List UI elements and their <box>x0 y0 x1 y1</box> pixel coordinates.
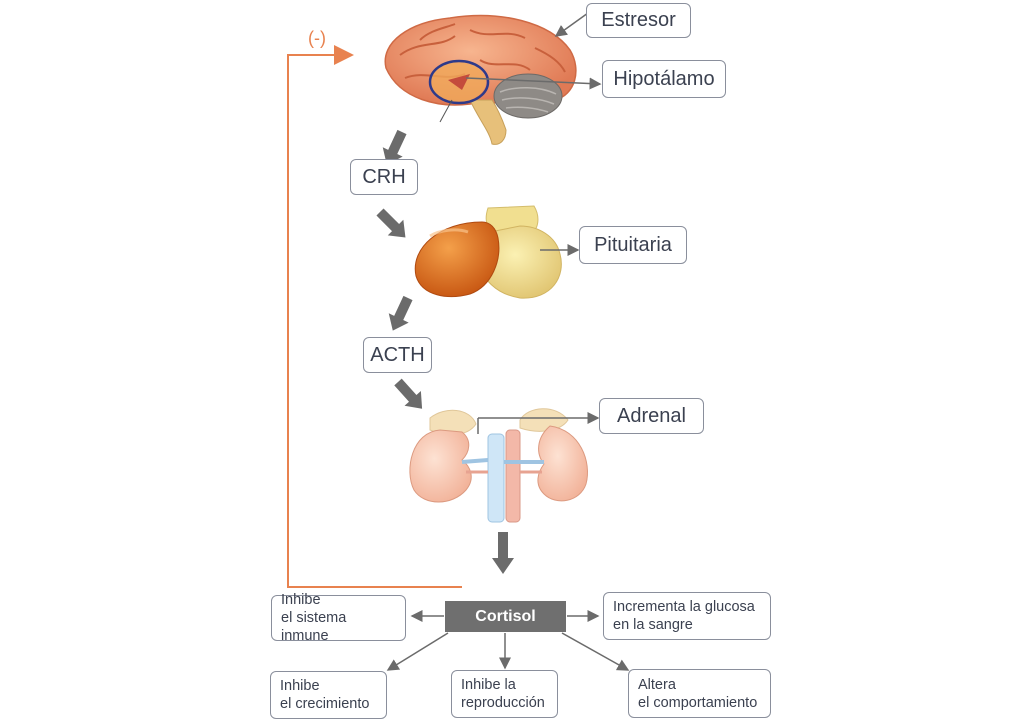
leader-lines <box>465 12 602 434</box>
adrenal-label: Adrenal <box>599 398 704 434</box>
effect-line: el sistema inmune <box>281 610 347 644</box>
effect-increase-glucose: Incrementa la glucosa en la sangre <box>603 592 771 640</box>
cortisol-box: Cortisol <box>445 601 566 632</box>
effect-arrows <box>386 610 630 671</box>
effect-line: Incrementa la glucosa <box>613 599 755 615</box>
negative-feedback-loop <box>287 45 462 588</box>
hypothalamus-label: Hipotálamo <box>602 60 726 98</box>
crh-label: CRH <box>350 159 418 195</box>
pituitary-gland-illustration <box>414 205 562 299</box>
pituitary-label: Pituitaria <box>579 226 687 264</box>
effect-line: Inhibe la <box>461 677 516 693</box>
acth-label: ACTH <box>363 337 432 373</box>
effect-line: Altera <box>638 676 676 693</box>
arrow-crh-to-pituitary <box>376 208 406 238</box>
effect-inhibit-reproduction: Inhibe la reproducción <box>451 670 558 718</box>
arrow-acth-to-adrenal <box>394 378 423 409</box>
effect-line: Inhibe <box>280 678 320 694</box>
step-arrows <box>376 129 514 574</box>
effect-line: reproducción <box>461 695 545 711</box>
arrow-pituitary-to-acth <box>388 295 413 331</box>
effect-line: en la sangre <box>613 617 693 633</box>
effect-line: el comportamiento <box>638 694 758 711</box>
effect-inhibit-immune: Inhibe el sistema inmune <box>271 592 406 644</box>
arrow-brain-to-crh <box>382 129 407 165</box>
kidneys-adrenal-illustration <box>409 408 588 523</box>
brain-illustration <box>384 14 577 145</box>
effect-inhibit-growth: Inhibe el crecimiento <box>270 671 387 719</box>
stressor-label: Estresor <box>586 3 691 38</box>
effect-line: Inhibe <box>281 592 321 608</box>
effect-line: el crecimiento <box>280 696 370 712</box>
negative-feedback-label: (-) <box>308 28 326 48</box>
arrow-adrenal-to-cortisol <box>492 532 514 574</box>
